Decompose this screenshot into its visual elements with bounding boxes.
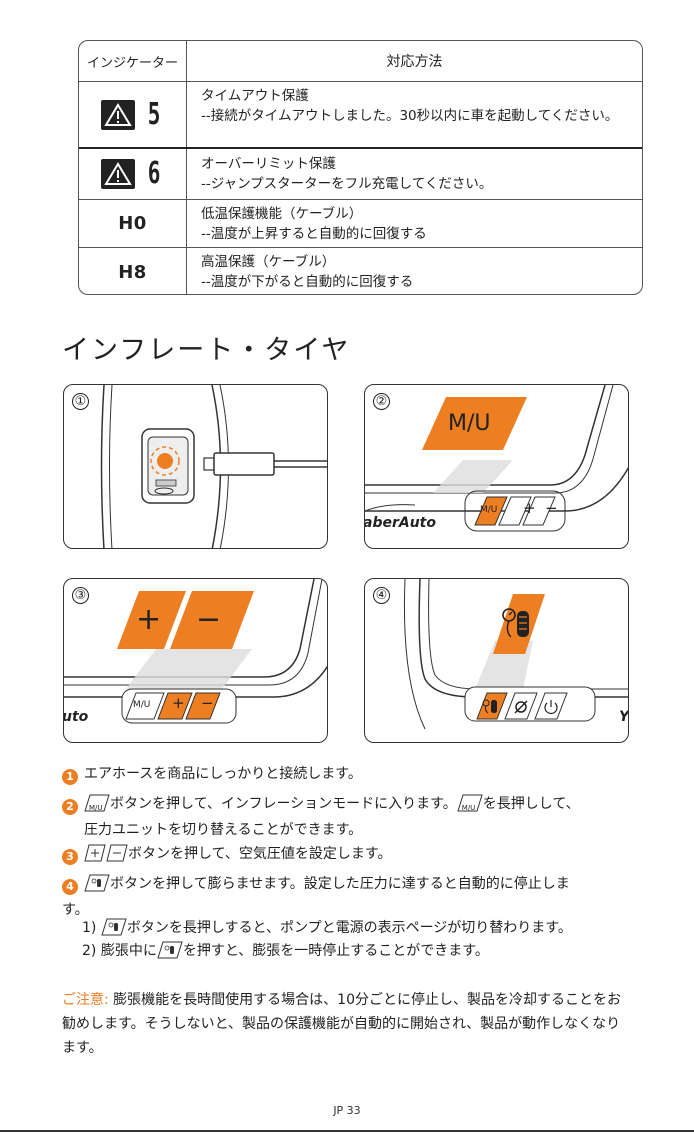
- brand-logo: aberAuto: [364, 515, 436, 531]
- step-number: 2: [62, 799, 78, 815]
- mu-icon-label: M/U: [461, 804, 476, 812]
- sub-step-2: 2) 膨張中に を押すと、膨張を一時停止することができます。: [82, 940, 489, 966]
- indicator-cell: 5: [79, 82, 187, 147]
- plus-button-small-label: +: [172, 694, 185, 712]
- caution-note: ご注意: 膨張機能を長時間使用する場合は、10分ごとに停止し、製品を冷却すること…: [62, 988, 632, 1060]
- solution-cell: 低温保護機能（ケーブル） --温度が上昇すると自動的に回復する: [201, 204, 634, 244]
- caution-label: ご注意:: [62, 992, 109, 1008]
- minus-button-small-label: −: [201, 694, 214, 712]
- hose-connection-illustration: [100, 385, 327, 548]
- indicator-code: H0: [118, 213, 147, 234]
- panel-number: ①: [72, 393, 89, 410]
- inflate-button-illustration: [403, 579, 628, 730]
- sub-step-prefix: 1): [82, 920, 97, 936]
- caution-text: 膨張機能を長時間使用する場合は、10分ごとに停止し、製品を冷却することをお勧めし…: [62, 992, 621, 1056]
- step-text: エアホースを商品にしっかりと接続します。: [84, 766, 362, 782]
- row-desc: --温度が下がると自動的に回復する: [201, 274, 414, 290]
- minus-button-icon: [106, 844, 128, 869]
- indicator-code: 5: [148, 96, 161, 132]
- illustration-panel-3: ③ + − M/U + − uto: [63, 578, 328, 743]
- indicator-cell: H8: [79, 248, 187, 294]
- plus-button-small-label: +: [523, 499, 536, 517]
- solution-cell: 高温保護（ケーブル） --温度が下がると自動的に回復する: [201, 252, 634, 292]
- step-text: を長押しして、: [482, 796, 580, 812]
- table-row: H0 低温保護機能（ケーブル） --温度が上昇すると自動的に回復する: [79, 199, 642, 247]
- inflate-button-icon: [101, 918, 127, 943]
- table-row: H8 高温保護（ケーブル） --温度が下がると自動的に回復する: [79, 247, 642, 294]
- inflate-button-icon: [157, 941, 183, 966]
- row-desc: --温度が上昇すると自動的に回復する: [201, 226, 427, 242]
- sub-step-text: を押すと、膨張を一時停止することができます。: [182, 943, 489, 959]
- panel-number: ④: [373, 587, 390, 604]
- step-text: 圧力ユニットを切り替えることができます。: [84, 822, 363, 838]
- plus-minus-button-illustration: [64, 579, 327, 724]
- row-desc: --ジャンプスターターをフル充電してください。: [201, 176, 493, 192]
- tire-gauge-icon: [502, 608, 529, 638]
- step-4: 4 ボタンを押して膨らませます。設定した圧力に達すると自動的に停止しま す。: [62, 873, 570, 921]
- page-number: JP 33: [333, 1104, 361, 1117]
- indicator-code: H8: [118, 261, 147, 283]
- bottom-rule: [0, 1130, 694, 1132]
- sub-step-prefix: 2) 膨張中に: [82, 943, 157, 959]
- row-desc: --接続がタイムアウトしました。30秒以内に車を起動してください。: [201, 108, 619, 124]
- mu-button-large-label: M/U: [448, 411, 491, 436]
- table-header-row: インジケーター 対応方法: [79, 41, 642, 81]
- indicator-cell: 6: [79, 149, 187, 199]
- step-number: 3: [62, 849, 78, 865]
- step-text: ボタンを押して、空気圧値を設定します。: [128, 846, 392, 862]
- step-text: す。: [62, 902, 89, 918]
- slash-icon: [514, 700, 528, 714]
- table-row: 6 オーバーリミット保護 --ジャンプスターターをフル充電してください。: [79, 147, 642, 199]
- indicator-table: インジケーター 対応方法 5 タイムアウト保護 --接続がタイムアウトしました。…: [78, 40, 643, 295]
- section-title: インフレート・タイヤ: [62, 335, 351, 366]
- row-title: 低温保護機能（ケーブル）: [201, 206, 363, 222]
- row-title: オーバーリミット保護: [201, 156, 336, 172]
- mu-icon-label: M/U: [89, 804, 103, 812]
- step-3: 3 ボタンを押して、空気圧値を設定します。: [62, 843, 391, 869]
- header-solution-cell: 対応方法: [187, 41, 642, 81]
- inflate-button-icon: [84, 874, 110, 899]
- solution-cell: タイムアウト保護 --接続がタイムアウトしました。30秒以内に車を起動してくださ…: [201, 86, 634, 126]
- table-row: 5 タイムアウト保護 --接続がタイムアウトしました。30秒以内に車を起動してく…: [79, 81, 642, 147]
- power-icon: [544, 700, 558, 714]
- mu-button-small-label: M/U: [133, 700, 151, 710]
- step-text: ボタンを押して膨らませます。設定した圧力に達すると自動的に停止しま: [110, 876, 570, 892]
- step-number: 4: [62, 879, 78, 895]
- step-text: ボタンを押して、インフレーションモードに入ります。: [110, 796, 457, 812]
- panel-number: ②: [373, 393, 390, 410]
- minus-button-large-label: −: [196, 602, 222, 637]
- minus-button-small-label: −: [545, 499, 558, 517]
- row-title: タイムアウト保護: [201, 88, 309, 104]
- step-1: 1 エアホースを商品にしっかりと接続します。: [62, 763, 362, 785]
- step-number: 1: [62, 769, 78, 785]
- mu-button-small-label: M/U: [480, 505, 498, 515]
- plus-button-large-label: +: [136, 602, 162, 637]
- mu-button-icon: M/U: [84, 794, 110, 819]
- sub-step-1: 1) ボタンを長押しすると、ポンプと電源の表示ページが切り替わります。: [82, 917, 572, 943]
- sub-step-text: ボタンを長押しすると、ポンプと電源の表示ページが切り替わります。: [126, 920, 572, 936]
- warning-icon: [101, 159, 136, 189]
- header-indicator: インジケーター: [86, 55, 178, 71]
- plus-button-icon: [84, 844, 106, 869]
- mu-button-icon: M/U: [457, 794, 483, 819]
- illustration-panel-2: ② M/U M/U + − aberAuto: [364, 384, 629, 549]
- row-title: 高温保護（ケーブル）: [201, 254, 336, 270]
- brand-logo: uto: [63, 709, 89, 725]
- indicator-code: 6: [148, 156, 161, 191]
- header-solution: 対応方法: [386, 54, 443, 70]
- solution-cell: オーバーリミット保護 --ジャンプスターターをフル充電してください。: [201, 154, 634, 194]
- indicator-cell: H0: [79, 200, 187, 247]
- mu-button-illustration: [365, 385, 628, 532]
- tire-gauge-icon: [482, 699, 497, 714]
- header-indicator-cell: インジケーター: [79, 41, 187, 81]
- panel-number: ③: [72, 587, 89, 604]
- warning-icon: [101, 99, 136, 130]
- brand-logo: Y: [619, 709, 629, 725]
- illustration-panel-4: ④ Y: [364, 578, 629, 743]
- illustration-panel-1: ①: [63, 384, 328, 549]
